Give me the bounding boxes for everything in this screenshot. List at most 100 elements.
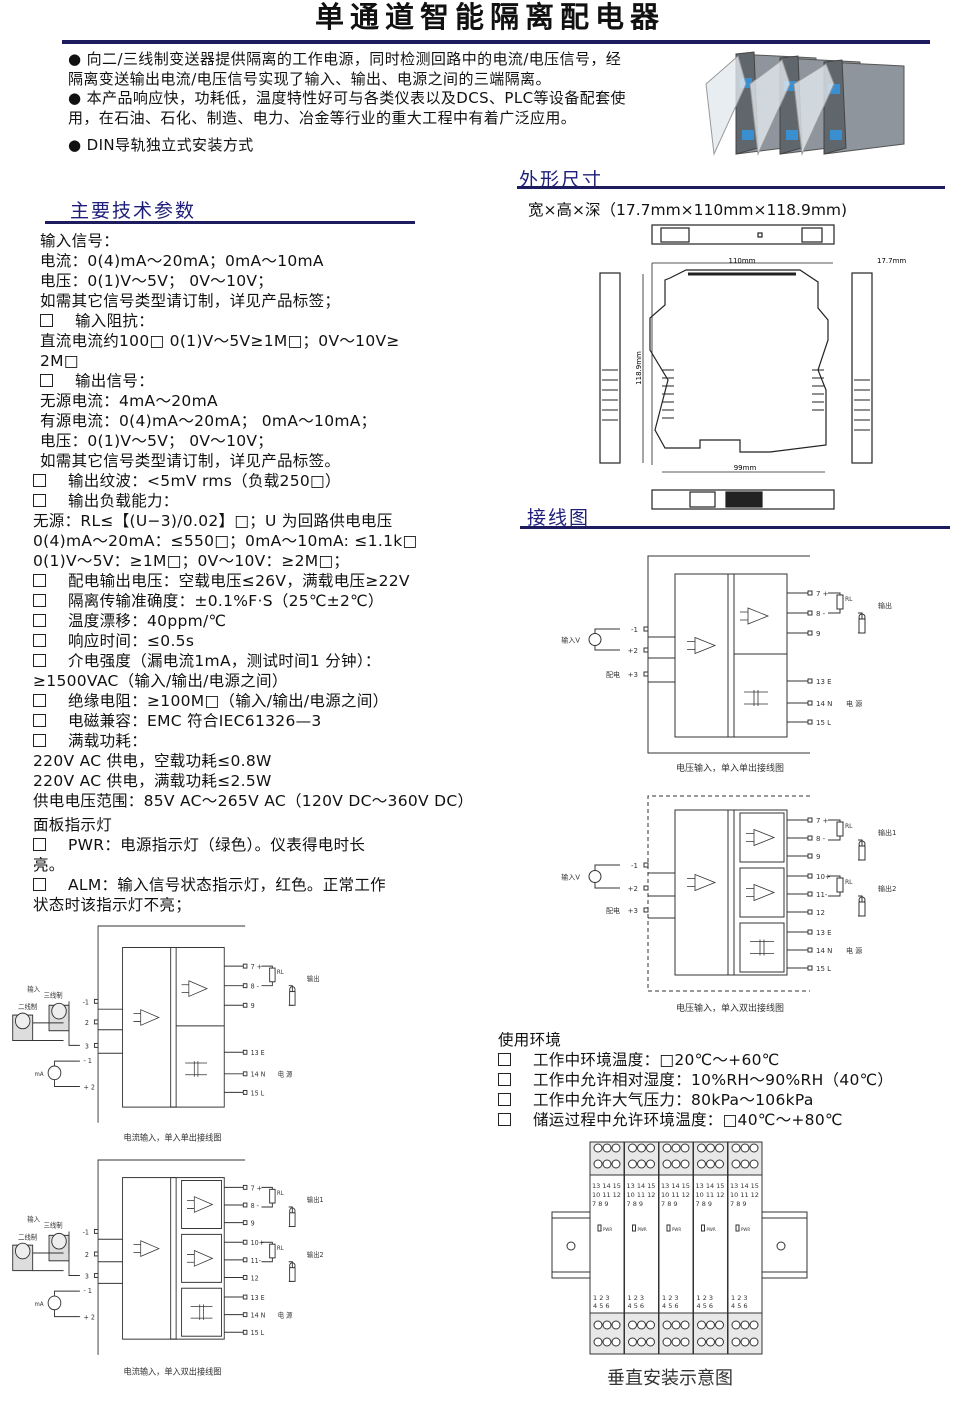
section-wiring-heading: 接线图 (527, 507, 591, 529)
dimensions-text: 宽×高×深（17.7mm×110mm×118.9mm) (528, 201, 848, 219)
terminal-numbers: 7 8 9 (627, 1200, 644, 1208)
screw-icon (749, 1159, 759, 1169)
terminal-label: 13 E (251, 1049, 265, 1057)
terminal-icon (807, 719, 813, 725)
spec-line: 配电输出电压：空载电压≤26V，满载电压≥22V (33, 571, 533, 591)
spec-text: 0(4)mA～20mA：≤550□；0mA～10mA: ≤1.1k□ (33, 532, 418, 550)
terminal-icon (93, 1273, 99, 1278)
terminal-numbers: 13 14 15 (696, 1182, 725, 1190)
terminal-label: 3 (85, 1272, 89, 1280)
terminal-block-bottom (589, 1312, 625, 1355)
supply-label: 配电 (606, 670, 620, 679)
terminal-numbers: 1 2 3 (662, 1294, 679, 1302)
terminal-icon (242, 983, 248, 989)
screw-icon (637, 1159, 646, 1169)
bullet-box-icon (33, 654, 46, 667)
screw-icon (680, 1337, 690, 1347)
side-dimension-label: 17.7mm (877, 257, 906, 265)
spec-line: 电流：0(4)mA～20mA；0mA～10mA (33, 251, 533, 271)
resistor-icon (269, 1188, 276, 1204)
terminal-label: 9 (251, 1219, 255, 1227)
terminal-label: - 1 (84, 1057, 92, 1065)
bullet-box-icon (40, 314, 53, 327)
screw-icon (740, 1320, 750, 1330)
transformer-icon (750, 939, 774, 956)
terminal-icon (807, 909, 813, 915)
amplifier-icon (187, 1249, 214, 1267)
environment-item: 储运过程中允许环境温度：□40℃～+80℃ (498, 1110, 893, 1130)
terminal-numbers: 13 14 15 (592, 1182, 621, 1190)
led-label: PWR (672, 1227, 681, 1232)
resistor-icon (836, 877, 844, 893)
output-sub-block (739, 867, 785, 918)
intro-bullet: ● DIN导轨独立式安装方式 (68, 136, 254, 154)
terminal-label: 8 - (816, 610, 826, 618)
wire (32, 1001, 80, 1046)
spec-text: 隔离传输准确度：±0.1%F·S（25℃±2℃） (68, 592, 384, 610)
power-label: 电 源 (278, 1069, 293, 1078)
transformer-icon (190, 1304, 213, 1321)
spec-text: 如需其它信号类型请订制，详见产品标签。 (40, 452, 341, 470)
spec-line: 如需其它信号类型请订制，详见产品标签； (33, 291, 533, 311)
screw-icon (646, 1159, 655, 1169)
rl-label: RL (845, 879, 853, 886)
supply-label: 配电 (606, 906, 620, 915)
output-label: 输出 (307, 974, 320, 983)
two-wire-label: 二线制 (18, 1232, 37, 1241)
screw-icon (680, 1143, 690, 1153)
rl-label: RL (845, 596, 853, 603)
rail-hole-icon (776, 1241, 786, 1251)
product-photo (705, 51, 905, 156)
voltage-source-icon (588, 870, 602, 883)
terminal-icon (242, 1220, 248, 1226)
bullet-box-icon (33, 594, 46, 607)
terminal-icon (93, 1251, 99, 1257)
spec-text: 亮。 (33, 856, 65, 874)
spec-text: 电压：0(1)V～5V； 0V～10V； (40, 272, 274, 290)
output-sub-block (181, 1233, 222, 1283)
spec-text: 状态时该指示灯不亮； (33, 896, 192, 914)
output-label: 输出 (878, 601, 892, 610)
terminal-label: 8 - (816, 835, 826, 843)
bullet-box-icon (33, 574, 46, 587)
power-label: 电 源 (278, 1310, 293, 1319)
screw-icon (646, 1320, 655, 1330)
spec-text: 有源电流：0(4)mA～20mA； 0mA～10mA； (40, 412, 377, 430)
rl-label: RL (845, 823, 853, 830)
spec-text: 配电输出电压：空载电压≤26V，满载电压≥22V (68, 572, 410, 590)
screw-icon (697, 1320, 706, 1330)
voltage-source-icon (588, 633, 602, 646)
screw-icon (731, 1159, 741, 1169)
terminal-block-bottom (727, 1312, 763, 1355)
rl-label: RL (277, 1191, 285, 1197)
spec-line: 有源电流：0(4)mA～20mA； 0mA～10mA； (33, 411, 533, 431)
spec-text: 电压：0(1)V～5V； 0V～10V； (40, 432, 274, 450)
spec-line: 介电强度（漏电流1mA，测试时间1 分钟）： (33, 651, 533, 671)
terminal-label: 9 (816, 630, 820, 638)
environment-text: 工作中允许相对湿度：10%RH～90%RH（40℃） (533, 1071, 894, 1089)
screw-icon (731, 1320, 741, 1330)
module-block (122, 1177, 225, 1340)
pwr-led-icon (632, 1224, 636, 1232)
spec-line: 输出负载能力： (33, 491, 533, 511)
spec-text: 无源：RL≤【(U−3)/0.02】□；U 为回路供电电压 (33, 512, 393, 530)
spec-line: PWR：电源指示灯（绿色）。仪表得电时长 (33, 835, 533, 855)
spec-text: 面板指示灯 (33, 816, 113, 834)
terminal-numbers: 13 14 15 (627, 1182, 656, 1190)
terminal-numbers: 4 5 6 (593, 1302, 610, 1310)
terminal-numbers: 7 8 9 (730, 1200, 747, 1208)
screw-icon (731, 1143, 741, 1153)
terminal-icon (93, 998, 99, 1004)
spec-text: 响应时间：≤0.5s (68, 632, 195, 650)
amplifier-icon (687, 636, 717, 655)
terminal-label: 14 N (251, 1071, 266, 1079)
bottom-view (651, 489, 835, 510)
screw-icon (593, 1337, 603, 1347)
terminal-numbers: 4 5 6 (662, 1302, 679, 1310)
terminal-icon (242, 1257, 248, 1263)
three-wire-label: 三线制 (44, 1220, 63, 1229)
